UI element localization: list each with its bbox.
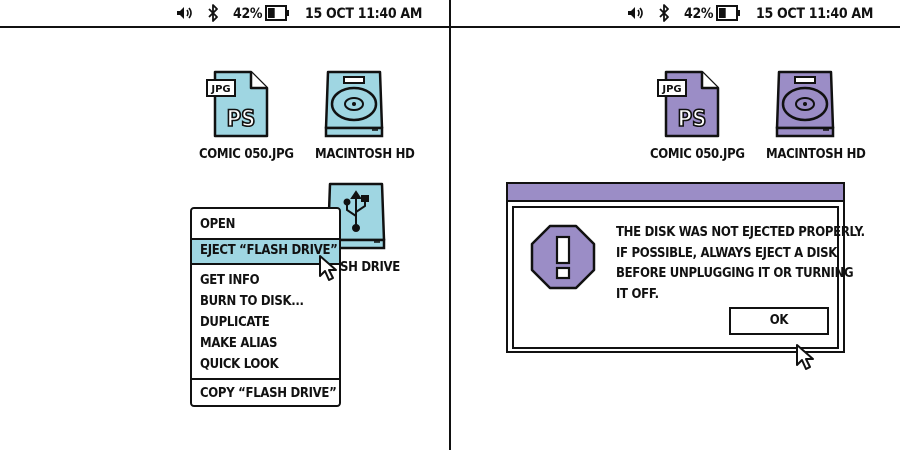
menu-bar: 42% 15 OCT 11:40 AM — [0, 0, 449, 28]
panel-left: 42% 15 OCT 11:40 AM JPG PS COMIC 050.JPG… — [0, 0, 449, 450]
svg-text:JPG: JPG — [661, 84, 681, 95]
jpg-file-icon[interactable]: JPG PS — [656, 68, 722, 144]
battery-icon[interactable] — [265, 4, 291, 22]
menu-item-get-info[interactable]: GET INFO — [200, 273, 260, 288]
clock[interactable]: 15 OCT 11:40 AM — [305, 6, 423, 22]
menu-item-open[interactable]: OPEN — [200, 217, 236, 232]
menu-item-eject[interactable]: EJECT “FLASH DRIVE” — [200, 243, 338, 258]
jpg-file-icon[interactable]: JPG PS — [205, 68, 271, 144]
dialog-message: THE DISK WAS NOT EJECTED PROPERLY. IF PO… — [616, 223, 865, 305]
speaker-icon[interactable] — [175, 4, 193, 22]
mouse-pointer-icon — [795, 343, 815, 375]
menu-bar: 42% 15 OCT 11:40 AM — [451, 0, 900, 28]
battery-percent: 42% — [233, 6, 263, 22]
menu-item-burn-to-disk[interactable]: BURN TO DISK... — [200, 294, 304, 309]
icon-label-macintosh-hd: MACINTOSH HD — [315, 147, 415, 162]
dialog-title-bar[interactable] — [508, 184, 843, 202]
svg-text:PS: PS — [227, 107, 256, 132]
battery-icon[interactable] — [716, 4, 742, 22]
panel-divider — [449, 0, 451, 450]
icon-label-comic: COMIC 050.JPG — [199, 147, 294, 162]
bluetooth-icon[interactable] — [657, 4, 671, 22]
context-menu: OPEN EJECT “FLASH DRIVE” GET INFO BURN T… — [190, 207, 341, 407]
dialog-message-line: THE DISK WAS NOT EJECTED PROPERLY. — [616, 225, 865, 240]
dialog-body — [512, 206, 839, 349]
menu-separator — [192, 378, 339, 380]
alert-dialog: THE DISK WAS NOT EJECTED PROPERLY. IF PO… — [506, 182, 865, 353]
ok-button[interactable]: OK — [729, 307, 829, 335]
icon-label-macintosh-hd: MACINTOSH HD — [766, 147, 866, 162]
stop-exclamation-icon — [530, 224, 596, 294]
menu-item-make-alias[interactable]: MAKE ALIAS — [200, 336, 278, 351]
clock[interactable]: 15 OCT 11:40 AM — [756, 6, 874, 22]
icon-label-flash-drive: SH DRIVE — [340, 260, 400, 275]
svg-text:JPG: JPG — [210, 84, 230, 95]
menu-highlight — [192, 238, 339, 265]
dialog-message-line: BEFORE UNPLUGGING IT OR TURNING — [616, 266, 854, 281]
dialog-message-line: IF POSSIBLE, ALWAYS EJECT A DISK — [616, 245, 838, 261]
hard-drive-icon[interactable] — [322, 68, 386, 144]
hard-drive-icon[interactable] — [773, 68, 837, 144]
svg-text:PS: PS — [678, 107, 707, 132]
bluetooth-icon[interactable] — [206, 4, 220, 22]
menu-item-quick-look[interactable]: QUICK LOOK — [200, 357, 279, 372]
dialog-message-line: IT OFF. — [616, 286, 659, 302]
panel-right: 42% 15 OCT 11:40 AM JPG PS COMIC 050.JPG… — [451, 0, 900, 450]
icon-label-comic: COMIC 050.JPG — [650, 147, 745, 162]
mouse-pointer-icon — [318, 254, 338, 286]
speaker-icon[interactable] — [626, 4, 644, 22]
battery-percent: 42% — [684, 6, 714, 22]
menu-item-duplicate[interactable]: DUPLICATE — [200, 315, 270, 330]
menu-item-copy[interactable]: COPY “FLASH DRIVE” — [200, 386, 337, 401]
